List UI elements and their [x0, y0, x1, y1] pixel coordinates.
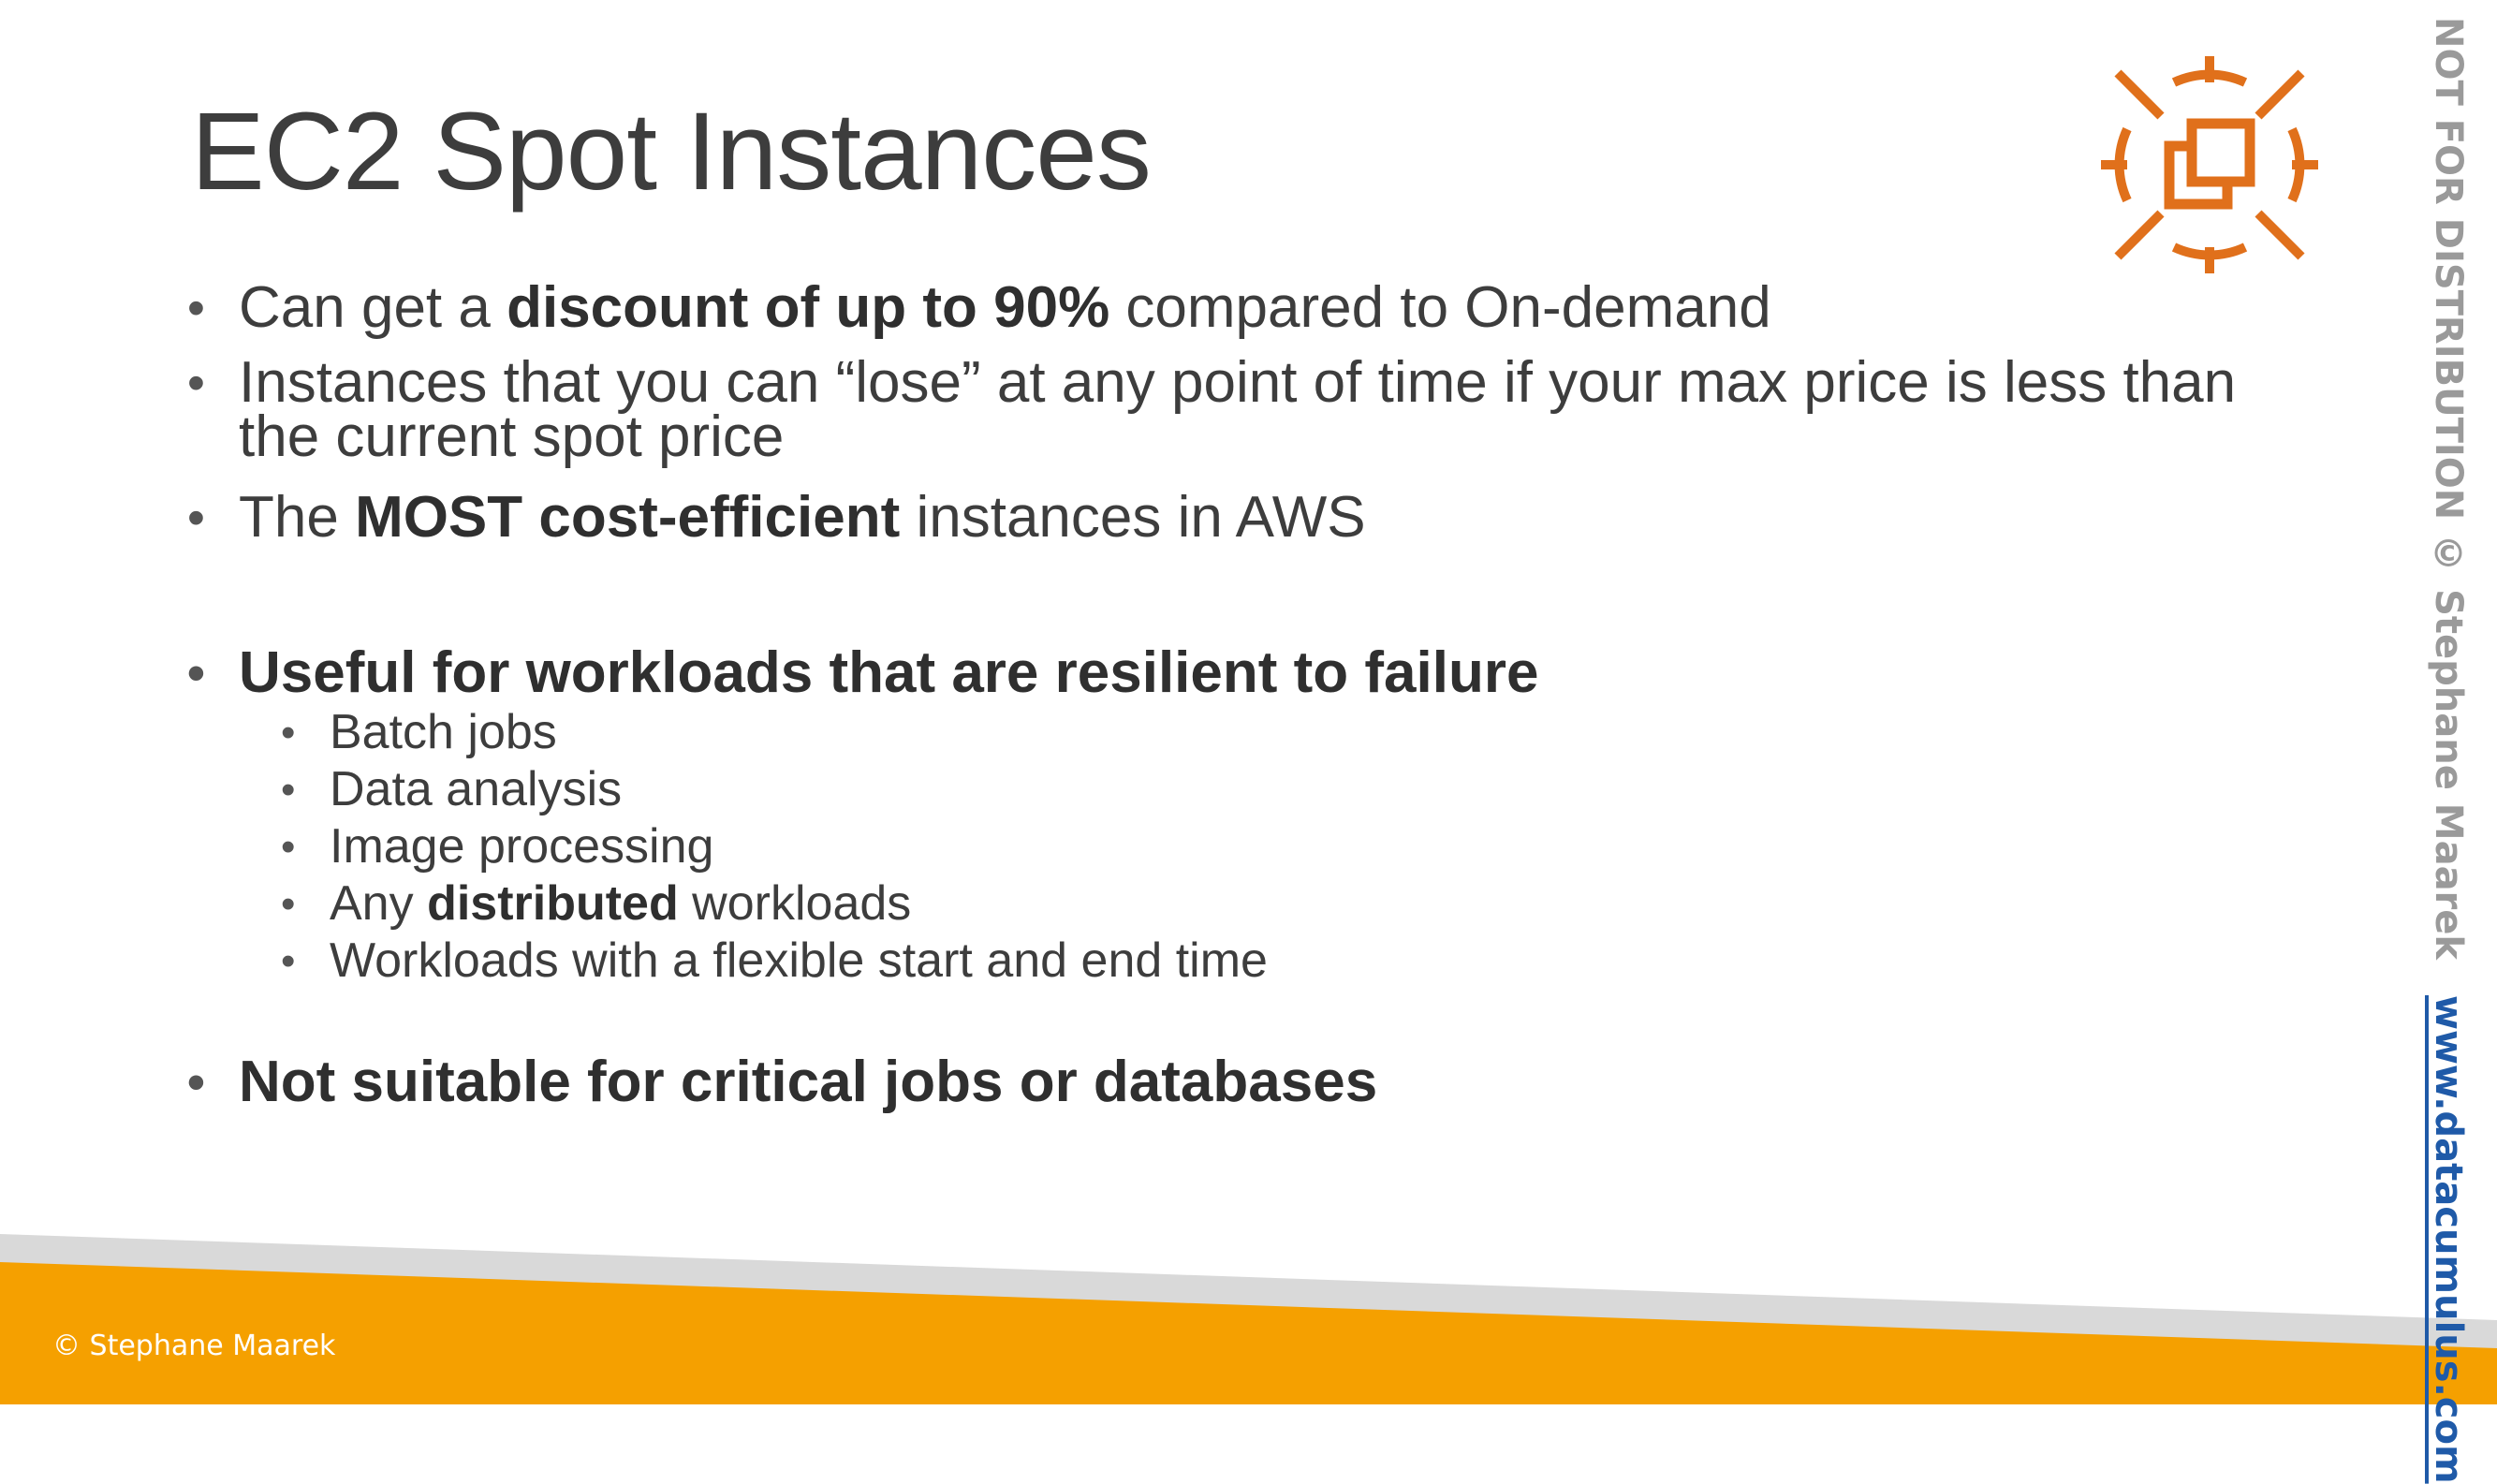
sub-bullet-data-analysis: Data analysis [281, 761, 2294, 818]
sub-bullet-batch: Batch jobs [281, 704, 2294, 761]
footer-band [0, 1234, 2497, 1404]
bullet-bold-text: discount of up to 90% [507, 275, 1110, 340]
bullet-text: compared to On-demand [1109, 275, 1771, 340]
ec2-spot-target-icon [2101, 56, 2318, 273]
slide-title: EC2 Spot Instances [191, 90, 1152, 213]
sub-bullet-distributed: Any distributed workloads [281, 875, 2294, 933]
sub-bullet-text: workloads [678, 876, 912, 931]
sub-bullet-list: Batch jobs Data analysis Image processin… [187, 704, 2294, 990]
sub-bullet-flexible-time: Workloads with a flexible start and end … [281, 933, 2294, 990]
slide: EC2 Spot Instances Can get a discount of… [0, 0, 2497, 1404]
footer-copyright: © Stephane Maarek [52, 1330, 336, 1362]
bullet-text: Can get a [239, 275, 507, 340]
bullet-list: Can get a discount of up to 90% compared… [187, 279, 2294, 1111]
bullet-text: The [239, 485, 356, 550]
bullet-not-suitable: Not suitable for critical jobs or databa… [187, 1053, 2294, 1111]
bullet-discount: Can get a discount of up to 90% compared… [187, 279, 2294, 337]
bullet-text: instances in AWS [900, 485, 1366, 550]
vertical-watermark: NOT FOR DISTRIBUTION © Stephane Maarek w… [2427, 17, 2470, 1484]
watermark-link[interactable]: www.datacumulus.com [2427, 994, 2470, 1484]
sub-bullet-image-processing: Image processing [281, 818, 2294, 875]
bullet-resilient: Useful for workloads that are resilient … [187, 644, 2294, 702]
bullet-lose: Instances that you can “lose” at any poi… [187, 354, 2299, 466]
bullet-cost-efficient: The MOST cost-efficient instances in AWS [187, 489, 2294, 547]
distribution-notice: NOT FOR DISTRIBUTION © Stephane Maarek [2427, 17, 2470, 961]
bullet-bold-text: MOST cost-efficient [355, 485, 901, 550]
sub-bullet-bold-text: distributed [427, 876, 679, 931]
sub-bullet-text: Any [330, 876, 428, 931]
